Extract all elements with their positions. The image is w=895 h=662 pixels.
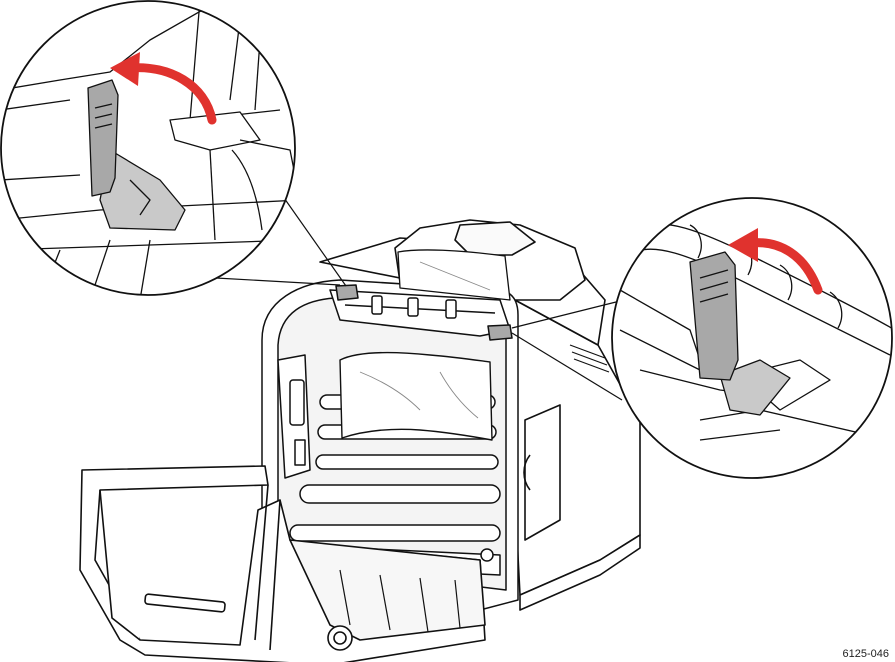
figure-id-label: 6125-046 <box>842 648 890 660</box>
curved-arrow-icon <box>728 228 823 295</box>
callout-circle-right <box>611 197 893 479</box>
cover-ribs <box>339 569 461 633</box>
release-lever-right <box>689 251 739 381</box>
front-opening <box>261 249 519 611</box>
front-cover <box>79 465 486 662</box>
callout-leaders <box>215 194 625 401</box>
fuser-rollers <box>371 295 457 319</box>
exit-paper <box>397 249 511 301</box>
vent-slats <box>569 344 610 373</box>
release-lever-left <box>87 79 119 197</box>
curved-arrow-icon <box>110 52 217 125</box>
jammed-paper <box>339 351 493 441</box>
callout-circle-left <box>0 0 296 296</box>
